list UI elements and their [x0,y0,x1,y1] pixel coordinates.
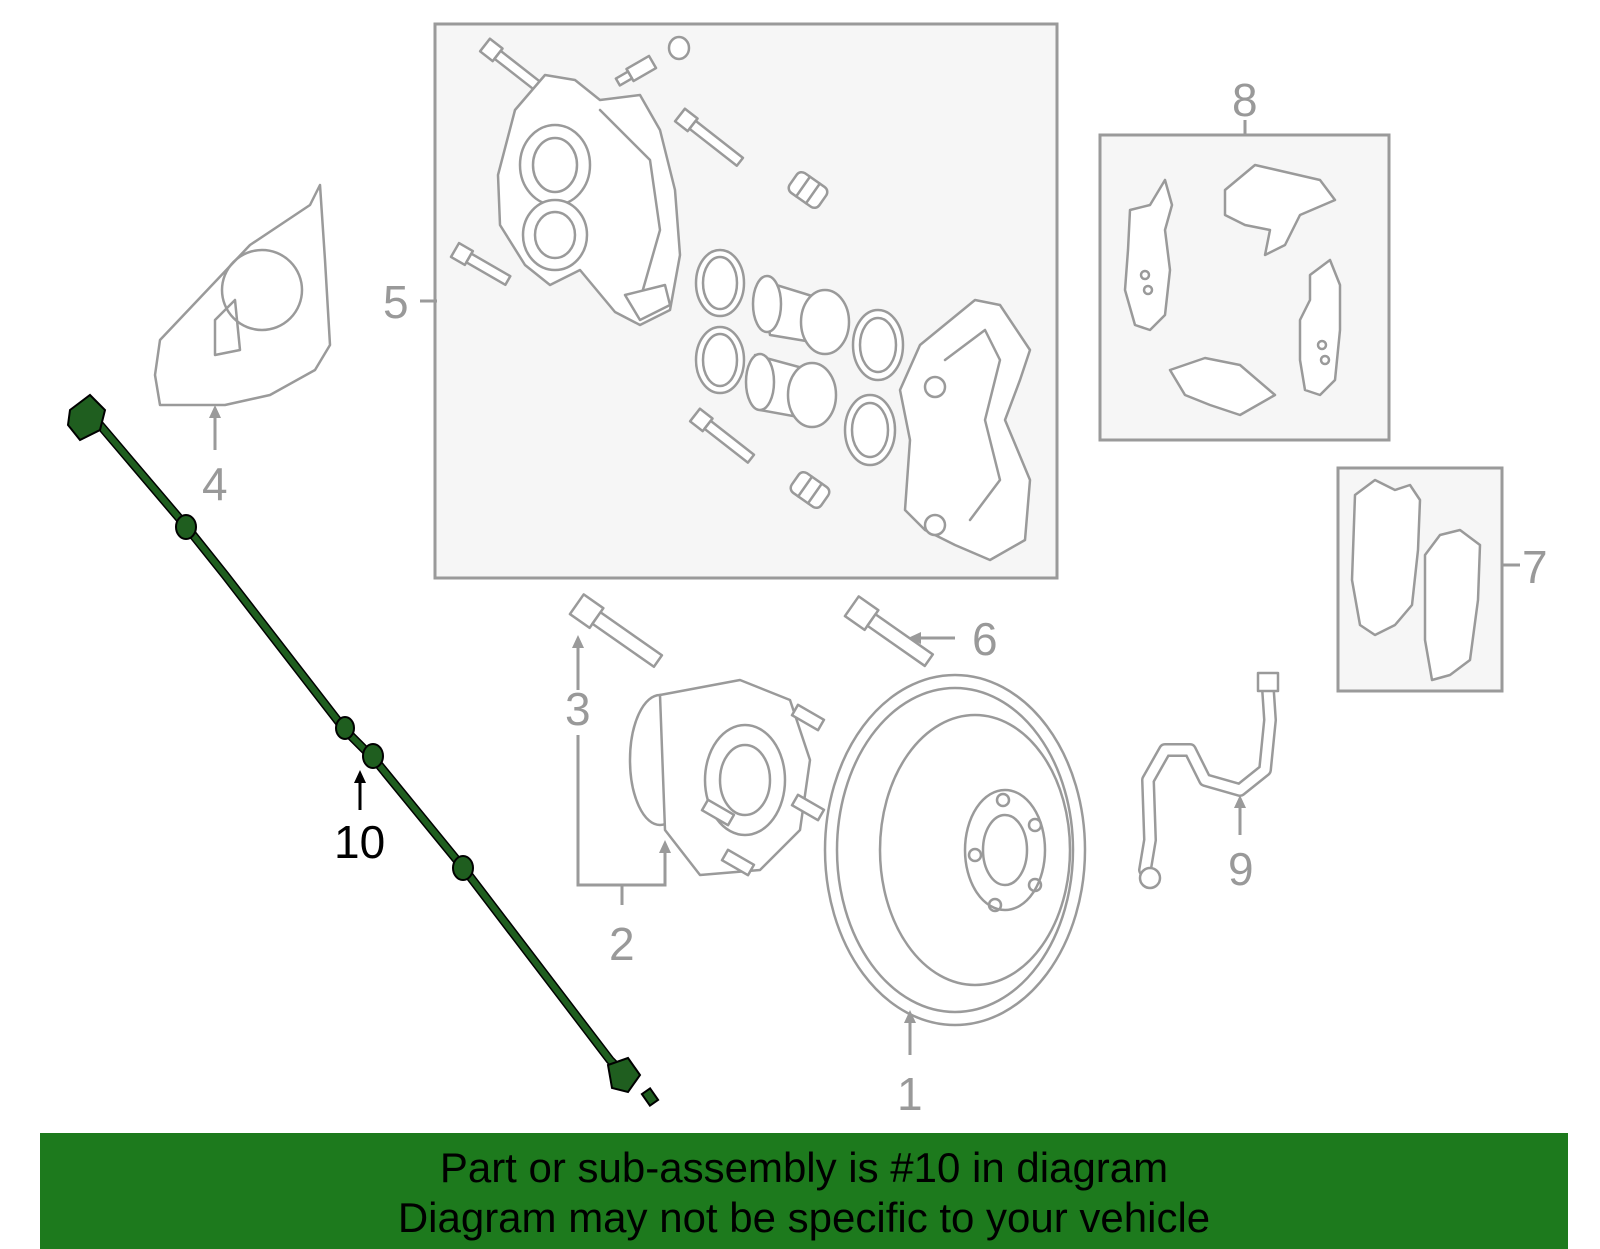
callout-10-highlighted: 10 [334,816,385,868]
sensor-grommet [175,514,197,540]
hardware-kit-parts [1123,163,1342,417]
callout-8: 8 [1232,74,1258,126]
caliper-bolt [843,595,935,668]
callout-6: 6 [972,613,998,665]
brake-parts-diagram: 1 2 3 4 5 6 7 8 9 10 [66,22,1548,1120]
hub-bolt [568,593,664,669]
part-info-banner: Part or sub-assembly is #10 in diagram D… [40,1133,1568,1249]
callout-2: 2 [609,918,635,970]
callout-5: 5 [383,276,409,328]
splash-shield [153,183,332,407]
banner-line-1: Part or sub-assembly is #10 in diagram [439,1144,1169,1191]
callout-3: 3 [565,683,591,735]
callout-9: 9 [1228,843,1254,895]
wheel-speed-sensor-highlight [66,393,660,1107]
callout-1: 1 [897,1068,923,1120]
callout-4: 4 [202,458,228,510]
callout-7: 7 [1522,541,1548,593]
brake-rotor [823,673,1087,1027]
brake-pads-parts [1350,478,1482,682]
leader-lines [209,120,1520,1055]
caliper-assembly-parts [449,35,1032,562]
banner-line-2: Diagram may not be specific to your vehi… [397,1194,1211,1241]
sensor-connector [66,393,107,442]
sensor-head [606,1056,642,1094]
wheel-hub [628,678,826,877]
